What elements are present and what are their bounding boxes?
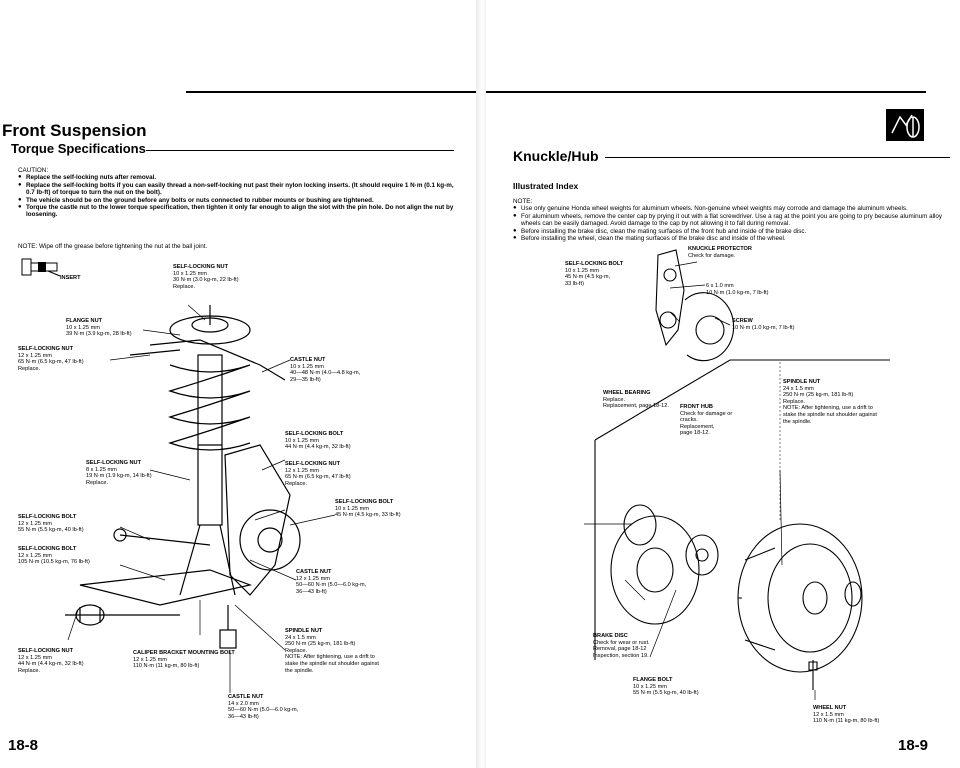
page-gutter bbox=[476, 0, 486, 768]
section-title: Knuckle/Hub bbox=[513, 148, 599, 164]
insert-bolt-illustration bbox=[21, 258, 61, 277]
callout-self-locking-nut-44: SELF-LOCKING NUT 12 x 1.25 mm 44 N·m (4.… bbox=[18, 648, 84, 674]
callout-castle-nut-14: CASTLE NUT 14 x 2.0 mm 50—60 N·m (5.0—6.… bbox=[228, 694, 299, 720]
caution-item: Replace the self-locking nuts after remo… bbox=[18, 174, 458, 182]
note-block: NOTE: Use only genuine Honda wheel weigh… bbox=[513, 198, 953, 243]
caution-item: The vehicle should be on the ground befo… bbox=[18, 197, 458, 205]
callout-self-locking-nut-65: SELF-LOCKING NUT 12 x 1.25 mm 65 N·m (6.… bbox=[18, 346, 84, 372]
leader-lines bbox=[67, 304, 336, 693]
insert-label: INSERT bbox=[60, 275, 81, 281]
callout-protector-bolt: 6 x 1.0 mm 10 N·m (1.0 kg-m, 7 lb-ft) bbox=[706, 283, 769, 296]
subtitle-rule bbox=[146, 150, 454, 151]
illustrated-index-heading: Illustrated Index bbox=[513, 181, 579, 191]
callout-spindle-nut: SPINDLE NUT 24 x 1.5 mm 250 N·m (25 kg-m… bbox=[783, 379, 877, 425]
callout-spindle-nut: SPINDLE NUT 24 x 1.5 mm 250 N·m (25 kg-m… bbox=[285, 628, 379, 674]
section-subtitle: Torque Specifications bbox=[11, 141, 146, 156]
callout-self-locking-nut-8: SELF-LOCKING NUT 8 x 1.25 mm 19 N·m (1.9… bbox=[86, 460, 152, 486]
note-item: Before installing the wheel, clean the m… bbox=[513, 235, 953, 243]
caution-item: Torque the castle nut to the lower torqu… bbox=[18, 204, 458, 219]
left-page: Front Suspension Torque Specifications C… bbox=[0, 0, 480, 768]
callout-self-locking-nut-top: SELF-LOCKING NUT 10 x 1.25 mm 30 N·m (3.… bbox=[173, 264, 239, 290]
callout-screw: SCREW 10 N·m (1.0 kg-m, 7 lb-ft) bbox=[732, 318, 795, 331]
ball-joint-note: NOTE: Wipe off the grease before tighten… bbox=[18, 243, 208, 250]
title-rule bbox=[605, 157, 950, 158]
page-number: 18-9 bbox=[898, 737, 929, 754]
callout-wheel-bearing: WHEEL BEARING Replace. Replacement, page… bbox=[603, 390, 669, 410]
caution-block: CAUTION: Replace the self-locking nuts a… bbox=[18, 167, 458, 219]
callout-self-locking-bolt-105: SELF-LOCKING BOLT 12 x 1.25 mm 105 N·m (… bbox=[18, 546, 90, 566]
callout-wheel-nut: WHEEL NUT 12 x 1.5 mm 110 N·m (11 kg-m, … bbox=[813, 705, 880, 725]
page-title: Front Suspension bbox=[2, 121, 147, 140]
callout-self-locking-bolt-44: SELF-LOCKING BOLT 10 x 1.25 mm 44 N·m (4… bbox=[285, 431, 351, 451]
callout-self-locking-bolt: SELF-LOCKING BOLT 10 x 1.25 mm 45 N·m (4… bbox=[565, 261, 624, 287]
caution-item: Replace the self-locking bolts if you ca… bbox=[18, 182, 458, 197]
callout-castle-nut-12: CASTLE NUT 12 x 1.25 mm 50—60 N·m (5.0—6… bbox=[296, 569, 367, 595]
front-suspension-diagram bbox=[65, 305, 301, 649]
note-item: Before installing the brake disc, clean … bbox=[513, 228, 953, 236]
caution-label: CAUTION: bbox=[18, 167, 49, 174]
header-rule bbox=[186, 91, 480, 93]
note-label: NOTE: bbox=[513, 198, 533, 205]
callout-self-locking-bolt-45: SELF-LOCKING BOLT 10 x 1.25 mm 45 N·m (4… bbox=[335, 499, 401, 519]
page-number: 18-8 bbox=[8, 737, 39, 754]
callout-knuckle-protector: KNUCKLE PROTECTOR Check for damage. bbox=[688, 246, 752, 259]
callout-front-hub: FRONT HUB Check for damage or cracks. Re… bbox=[680, 404, 733, 437]
callout-flange-nut: FLANGE NUT 10 x 1.25 mm 39 N·m (3.9 kg-m… bbox=[66, 318, 132, 338]
suspension-section-icon bbox=[886, 109, 924, 141]
note-item: For aluminum wheels, remove the center c… bbox=[513, 213, 953, 228]
right-page: Knuckle/Hub Illustrated Index NOTE: Use … bbox=[480, 0, 960, 768]
header-rule bbox=[486, 91, 926, 93]
callout-castle-nut-10: CASTLE NUT 10 x 1.25 mm 40—48 N·m (4.0—4… bbox=[290, 357, 361, 383]
knuckle-hub-diagram bbox=[584, 249, 890, 700]
callout-self-locking-nut-65b: SELF-LOCKING NUT 12 x 1.25 mm 65 N·m (6.… bbox=[285, 461, 351, 487]
note-item: Use only genuine Honda wheel weights for… bbox=[513, 205, 953, 213]
callout-brake-disc: BRAKE DISC Check for wear or rust. Remov… bbox=[593, 633, 650, 659]
callout-caliper-bracket-bolt: CALIPER BRACKET MOUNTING BOLT 12 x 1.25 … bbox=[133, 650, 235, 670]
callout-self-locking-bolt-55: SELF-LOCKING BOLT 12 x 1.25 mm 55 N·m (5… bbox=[18, 514, 84, 534]
callout-flange-bolt: FLANGE BOLT 10 x 1.25 mm 55 N·m (5.5 kg-… bbox=[633, 677, 699, 697]
